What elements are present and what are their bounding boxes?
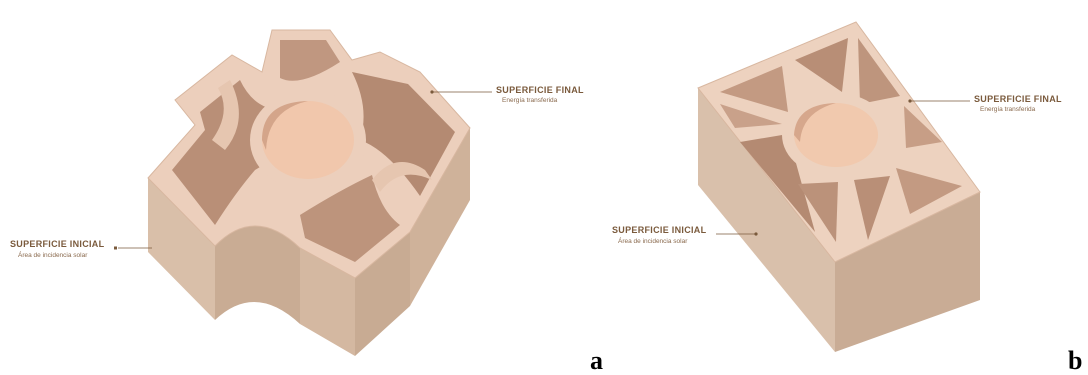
label-area-incidencia-a: Área de incidencia solar xyxy=(18,252,87,259)
panel-letter-a: a xyxy=(590,348,603,374)
label-superficie-inicial-b: SUPERFICIE INICIAL xyxy=(612,225,706,235)
leader-final-a-dot xyxy=(430,90,433,93)
panel-a: SUPERFICIE FINAL Energía transferida SUP… xyxy=(0,0,610,374)
block-a-illustration xyxy=(0,0,610,374)
label-area-incidencia-b: Área de incidencia solar xyxy=(618,238,687,245)
panel-b: SUPERFICIE FINAL Energía transferida SUP… xyxy=(610,0,1088,374)
leader-inicial-a-dot xyxy=(114,247,117,250)
label-superficie-final-a: SUPERFICIE FINAL xyxy=(496,85,584,95)
label-energia-transferida-b: Energía transferida xyxy=(980,106,1035,113)
label-superficie-final-b: SUPERFICIE FINAL xyxy=(974,94,1062,104)
panel-letter-b: b xyxy=(1068,348,1082,374)
label-energia-transferida-a: Energía transferida xyxy=(502,97,557,104)
leader-inicial-b-dot xyxy=(754,232,757,235)
leader-final-b-dot xyxy=(908,99,911,102)
block-b-illustration xyxy=(610,0,1088,374)
label-superficie-inicial-a: SUPERFICIE INICIAL xyxy=(10,239,104,249)
